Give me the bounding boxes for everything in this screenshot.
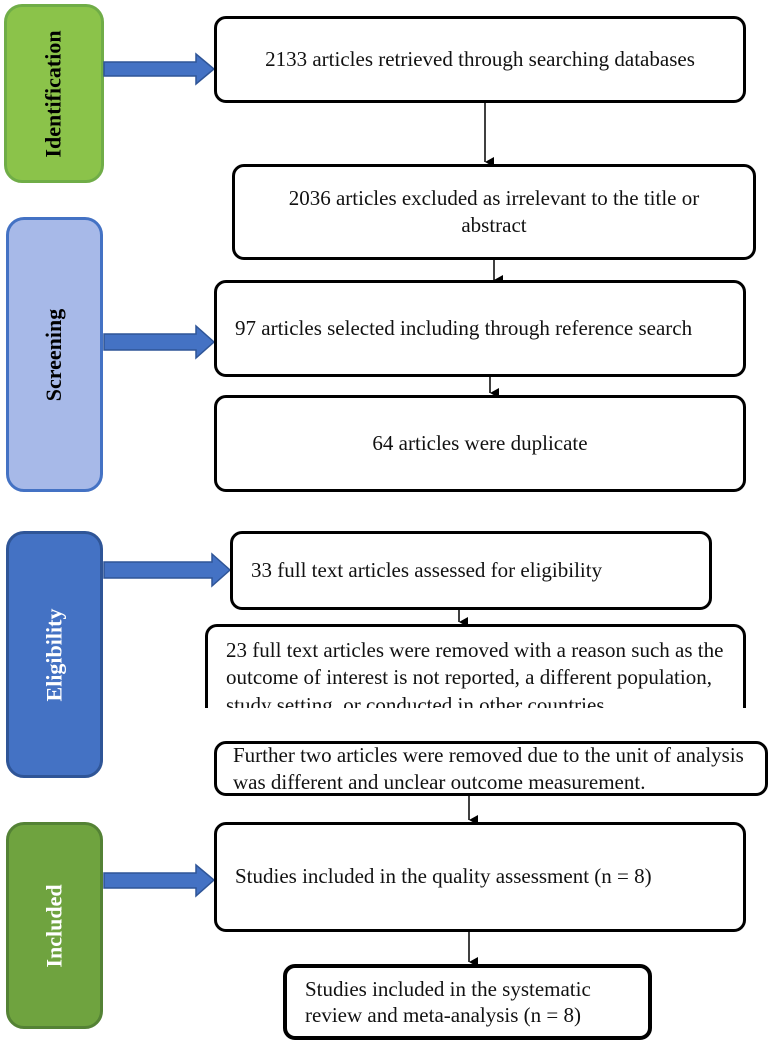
- phase-identification: Identification: [4, 4, 104, 183]
- box-duplicate: 64 articles were duplicate: [214, 395, 746, 492]
- box-further-removed-text: Further two articles were removed due to…: [233, 743, 744, 794]
- phase-included: Included: [6, 822, 103, 1029]
- box-removed: 23 full text articles were removed with …: [205, 624, 746, 708]
- phase-eligibility: Eligibility: [6, 531, 103, 778]
- box-further-removed: Further two articles were removed due to…: [214, 741, 768, 796]
- box-removed-text: 23 full text articles were removed with …: [226, 638, 724, 708]
- arrow-screening: [103, 324, 216, 360]
- phase-screening: Screening: [6, 217, 103, 492]
- box-full-text: 33 full text articles assessed for eligi…: [230, 531, 712, 610]
- arrow-included: [103, 863, 216, 898]
- box-systematic: Studies included in the systematic revie…: [283, 964, 652, 1040]
- box-selected: 97 articles selected including through r…: [214, 280, 746, 377]
- box-quality-text: Studies included in the quality assessme…: [235, 864, 652, 889]
- box-retrieved: 2133 articles retrieved through searchin…: [214, 16, 746, 103]
- box-selected-text: 97 articles selected including through r…: [235, 315, 693, 340]
- box-excluded: 2036 articles excluded as irrelevant to …: [232, 164, 756, 260]
- box-full-text-text: 33 full text articles assessed for eligi…: [251, 557, 603, 582]
- box-excluded-text: 2036 articles excluded as irrelevant to …: [288, 185, 700, 237]
- arrow-eligibility: [103, 552, 232, 588]
- box-systematic-text: Studies included in the systematic revie…: [305, 976, 591, 1027]
- arrow-identification: [103, 52, 216, 86]
- box-duplicate-text: 64 articles were duplicate: [372, 430, 588, 455]
- box-quality: Studies included in the quality assessme…: [214, 822, 746, 932]
- box-retrieved-text: 2133 articles retrieved through searchin…: [265, 46, 695, 71]
